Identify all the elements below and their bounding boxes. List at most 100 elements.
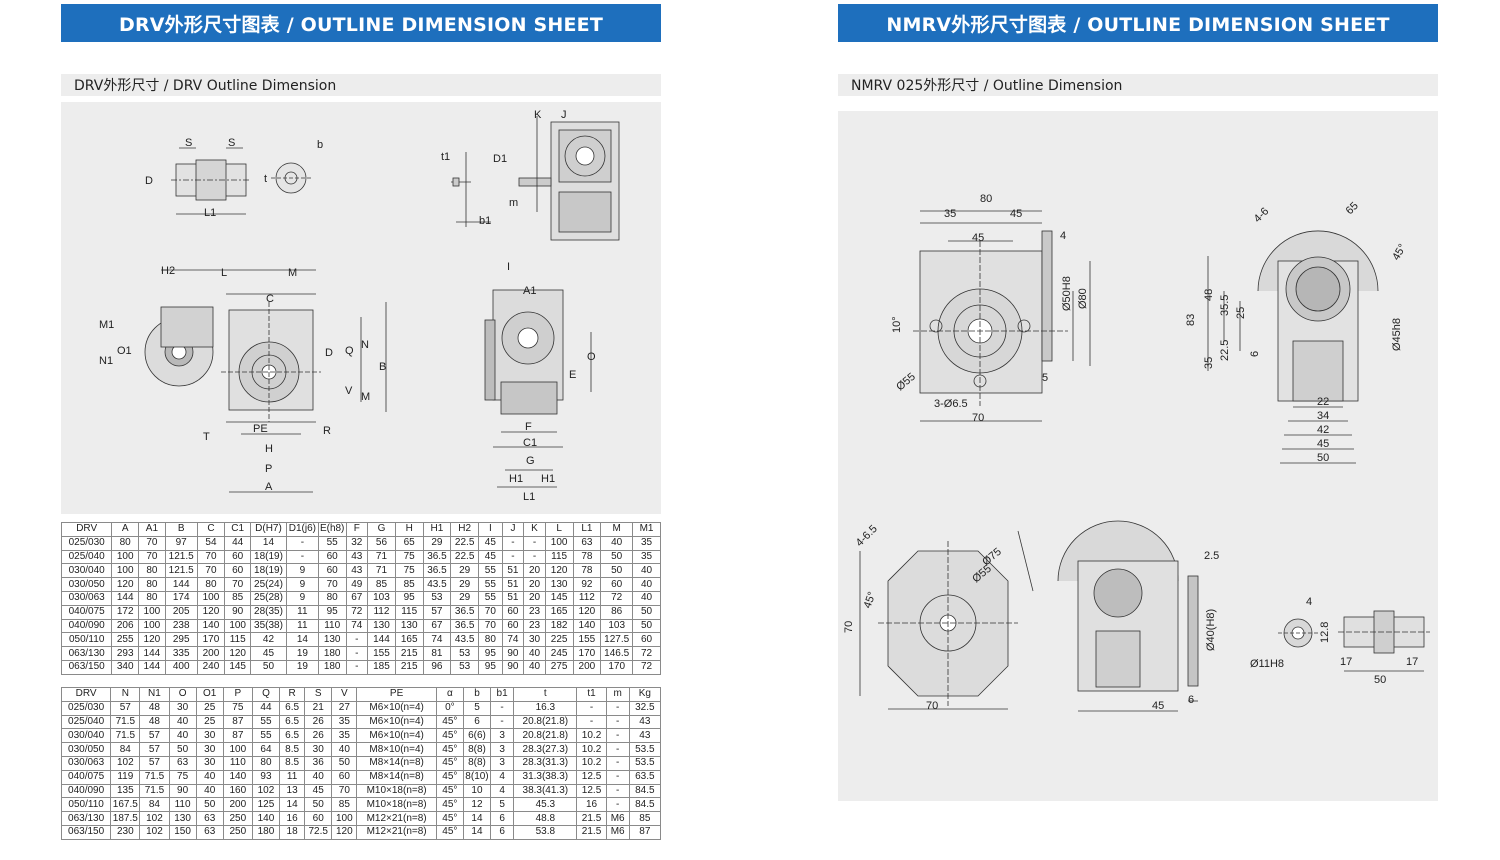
table-cell: 050/110: [60, 632, 113, 648]
table-cell: 51: [501, 590, 525, 606]
label-Q: Q: [345, 345, 354, 357]
table-header-cell: V: [331, 687, 358, 702]
table-cell: 50: [600, 549, 634, 565]
table-cell: 80: [251, 755, 281, 771]
table-cell: -: [490, 714, 515, 730]
table-cell: 70: [224, 577, 251, 592]
table-cell: 80: [111, 535, 140, 551]
table-cell: 110: [222, 755, 253, 771]
table-cell: 45°: [435, 714, 464, 730]
table-header-cell: Kg: [628, 687, 662, 702]
table-cell: 50: [331, 755, 358, 771]
table-cell: 48: [139, 700, 170, 716]
table-cell: 19: [285, 646, 319, 661]
table-header-cell: PE: [356, 687, 437, 702]
table-cell: 8(8): [462, 755, 492, 771]
table-cell: 36.5: [422, 549, 452, 565]
table-cell: 90: [501, 646, 525, 661]
table-cell: 30: [195, 755, 224, 771]
table-cell: 19: [285, 659, 319, 675]
table-cell: 75: [394, 563, 424, 579]
table-cell: 146.5: [600, 646, 634, 661]
label-B: B: [379, 361, 386, 373]
label-d42: 42: [1317, 424, 1329, 436]
label-T: T: [203, 431, 210, 443]
label-d45b: 45: [972, 232, 984, 244]
label-d6b: 6: [1188, 694, 1194, 706]
table-cell: 121.5: [164, 549, 198, 565]
table-cell: 43: [345, 563, 369, 579]
table-header-cell: H2: [450, 522, 480, 537]
table-cell: 3: [490, 728, 515, 744]
table-cell: 120: [138, 632, 166, 648]
table-header-cell: K: [523, 522, 546, 537]
table-cell: 140: [572, 618, 602, 634]
table-cell: 63: [168, 755, 197, 771]
table-cell: 155: [367, 646, 396, 661]
table-cell: 144: [164, 577, 198, 592]
table-cell: 53: [450, 659, 480, 675]
table-cell: 030/063: [60, 755, 112, 771]
table-cell: -: [501, 535, 525, 551]
label-M1: M1: [99, 319, 114, 331]
table-cell: 60: [501, 618, 525, 634]
table-cell: -: [523, 549, 546, 565]
table-cell: 6.5: [279, 714, 306, 730]
table-cell: -: [501, 549, 525, 565]
table-cell: 215: [394, 646, 424, 661]
table-cell: 205: [164, 604, 198, 620]
label-L: L: [221, 267, 227, 279]
table-cell: 135: [110, 783, 141, 799]
table-cell: 20: [523, 577, 546, 592]
table-cell: 12.5: [576, 769, 607, 785]
table-cell: 75: [222, 700, 253, 716]
label-V: V: [345, 385, 353, 397]
table-cell: M6×10(n=4): [356, 728, 437, 744]
table-cell: 80: [138, 563, 166, 579]
table-cell: 95: [394, 590, 424, 606]
table-cell: M6×10(n=4): [356, 714, 437, 730]
label-O: O: [587, 351, 596, 363]
table-cell: 21: [304, 700, 333, 716]
table-cell: 70: [196, 563, 226, 579]
table-cell: 25(24): [250, 577, 287, 592]
table-cell: 120: [196, 604, 226, 620]
table-cell: 43.5: [450, 632, 480, 648]
table-cell: 55: [478, 563, 503, 579]
nmrv-drawing: 80 35 45 4 45 Ø50H8 Ø80 10° Ø55 5 3-Ø6.5…: [843, 193, 1430, 712]
table-cell: 45°: [435, 797, 464, 813]
label-d36: 3-Ø6.5: [934, 398, 968, 410]
table-cell: 85: [331, 797, 358, 813]
nmrv-drawing-panel: 80 35 45 4 45 Ø50H8 Ø80 10° Ø55 5 3-Ø6.5…: [838, 111, 1438, 801]
table-cell: 185: [367, 659, 396, 675]
table-cell: 025/030: [60, 535, 113, 551]
table-cell: 40: [600, 535, 634, 551]
table-cell: 78: [572, 563, 602, 579]
table-cell: 063/130: [60, 811, 112, 826]
table-cell: 030/050: [60, 742, 112, 757]
table-cell: 145: [224, 659, 251, 675]
table-cell: 44: [224, 535, 251, 551]
table-cell: 40: [168, 714, 197, 730]
table-header-cell: N1: [139, 687, 170, 702]
table-header-cell: L1: [572, 522, 602, 537]
label-H1b: H1: [541, 473, 555, 485]
table-cell: 16: [576, 797, 607, 813]
table-cell: 90: [501, 659, 525, 675]
table-header-cell: DRV: [60, 522, 113, 537]
table-cell: 70: [138, 549, 166, 565]
table-cell: 70: [317, 577, 347, 592]
table-cell: 127.5: [600, 632, 634, 648]
table-cell: 35: [331, 728, 358, 744]
table-cell: 60: [331, 769, 358, 785]
table-cell: 29: [450, 590, 480, 606]
table-cell: 6: [462, 714, 492, 730]
table-cell: 112: [367, 604, 396, 620]
table-header-cell: α: [435, 687, 464, 702]
